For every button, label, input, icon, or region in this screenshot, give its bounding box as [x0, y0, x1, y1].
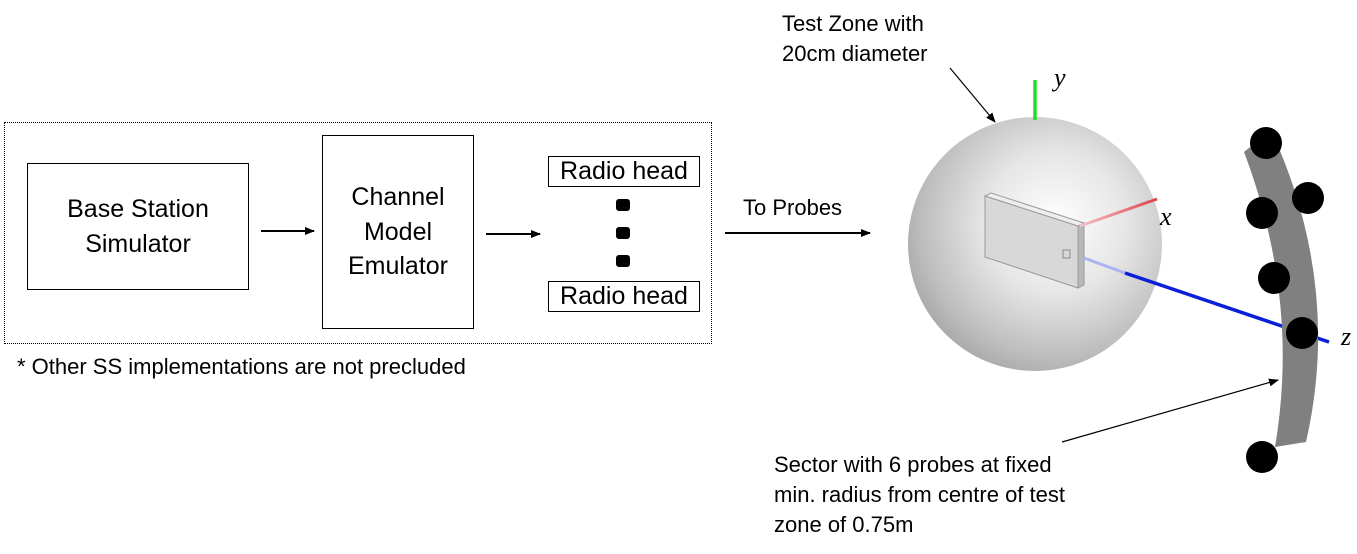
radio-head-bottom-label: Radio head — [560, 282, 688, 310]
channel-model-emulator-block: Channel Model Emulator — [322, 135, 474, 329]
probe-3 — [1246, 197, 1278, 229]
probe-2 — [1292, 182, 1324, 214]
probe-6 — [1246, 441, 1278, 473]
base-station-label-line2: Simulator — [85, 229, 191, 258]
ellipsis-dot-1 — [616, 199, 630, 211]
test-zone-label-line1: Test Zone with — [782, 11, 924, 36]
dut-plate-edge — [1077, 222, 1085, 289]
test-zone-leader-arrow — [949, 67, 996, 123]
sector-label-line3: zone of 0.75m — [774, 512, 914, 537]
ss-system-frame — [4, 122, 712, 344]
base-station-label-line1: Base Station — [67, 195, 209, 223]
ellipsis-dot-3 — [616, 255, 630, 267]
to-probes-label: To Probes — [743, 195, 843, 220]
sector-leader-arrow — [1061, 378, 1279, 443]
radio-head-bottom: Radio head — [548, 281, 700, 312]
test-zone-label-line2: 20cm diameter — [782, 41, 928, 66]
probe-4 — [1258, 262, 1290, 294]
sector-label-line1: Sector with 6 probes at fixed — [774, 452, 1052, 477]
probe-1 — [1250, 127, 1282, 159]
channel-label-line1: Channel — [351, 183, 445, 212]
x-axis — [1079, 197, 1158, 228]
sector-label-line2: min. radius from centre of test — [774, 482, 1065, 507]
channel-label-line2: Model — [363, 217, 433, 246]
x-axis-label: x — [1159, 202, 1172, 231]
radio-head-top: Radio head — [548, 156, 700, 187]
channel-label-line3: Emulator — [347, 252, 449, 281]
dut-plate-top — [983, 192, 1086, 227]
dut-antenna-marker — [1062, 249, 1071, 259]
ellipsis-dot-2 — [616, 227, 630, 239]
z-axis-label: z — [1340, 322, 1351, 351]
footnote: * Other SS implementations are not precl… — [17, 354, 466, 379]
y-axis-label: y — [1051, 63, 1066, 92]
radio-head-top-label: Radio head — [560, 157, 688, 185]
probe-5 — [1286, 317, 1318, 349]
z-axis-inner — [1083, 256, 1126, 275]
base-station-simulator-block: Base Station Simulator — [27, 163, 249, 290]
